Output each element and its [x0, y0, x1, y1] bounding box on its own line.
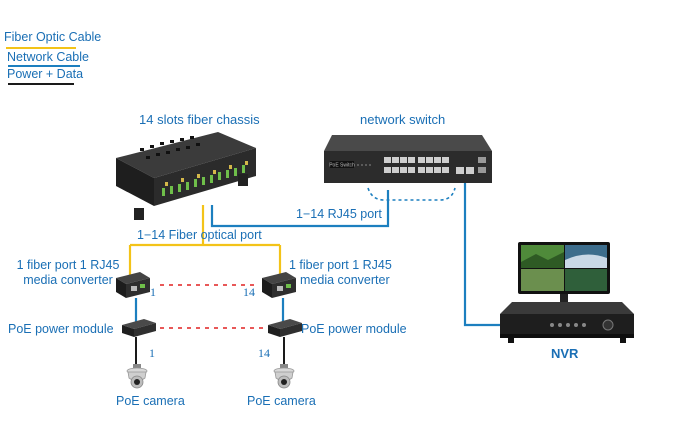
- converter-left-label-line-1: 1 fiber port 1 RJ45: [16, 258, 120, 272]
- poe-camera-right-icon: [273, 364, 295, 389]
- legend-power-label: Power + Data: [7, 67, 84, 81]
- switch-nvr-link: [463, 183, 500, 327]
- media-converter-left-icon: [116, 272, 150, 298]
- right-camera-index: 14: [258, 346, 270, 360]
- legend-network-swatch: [8, 65, 80, 67]
- media-converter-right-icon: [262, 272, 296, 298]
- network-switch-icon: PoE Switch: [324, 135, 492, 183]
- nvr-label: NVR: [551, 346, 579, 361]
- poe-module-left-icon: [122, 319, 156, 337]
- poe-module-right-icon: [268, 319, 302, 337]
- monitor-icon: [518, 242, 610, 306]
- legend-fiber-label: Fiber Optic Cable: [4, 30, 102, 44]
- chassis-switch-link: [210, 190, 390, 228]
- camera-left-label: PoE camera: [116, 394, 185, 408]
- fiber-cables: [128, 205, 282, 276]
- poe-left-label: PoE power module: [8, 322, 114, 336]
- switch-badge: PoE Switch: [329, 163, 355, 169]
- left-camera-index: 1: [149, 346, 155, 360]
- network-cables: [134, 183, 500, 327]
- switch-label: network switch: [360, 112, 446, 127]
- converter-right-label-line-1: 1 fiber port 1 RJ45: [289, 258, 392, 272]
- right-converter-index: 14: [243, 285, 255, 299]
- legend-power-swatch: [8, 83, 74, 85]
- nvr-icon: [500, 302, 634, 343]
- switch-port-brace: [367, 187, 456, 201]
- converter-right-label-line-2: media converter: [300, 273, 390, 287]
- rj45-port-label: 1−14 RJ45 port: [296, 207, 382, 221]
- camera-right-label: PoE camera: [247, 394, 316, 408]
- legend-network-label: Network Cable: [7, 50, 89, 64]
- chassis-label: 14 slots fiber chassis: [139, 112, 260, 127]
- fiber-chassis-icon: [116, 132, 256, 220]
- fiber-port-label: 1−14 Fiber optical port: [137, 228, 262, 242]
- converter-left-label-line-2: media converter: [23, 273, 113, 287]
- poe-right-label: PoE power module: [301, 322, 407, 336]
- power-data-cables: [135, 337, 285, 368]
- left-converter-index: 1: [150, 285, 156, 299]
- poe-camera-left-icon: [126, 364, 148, 389]
- legend-fiber-swatch: [6, 47, 76, 49]
